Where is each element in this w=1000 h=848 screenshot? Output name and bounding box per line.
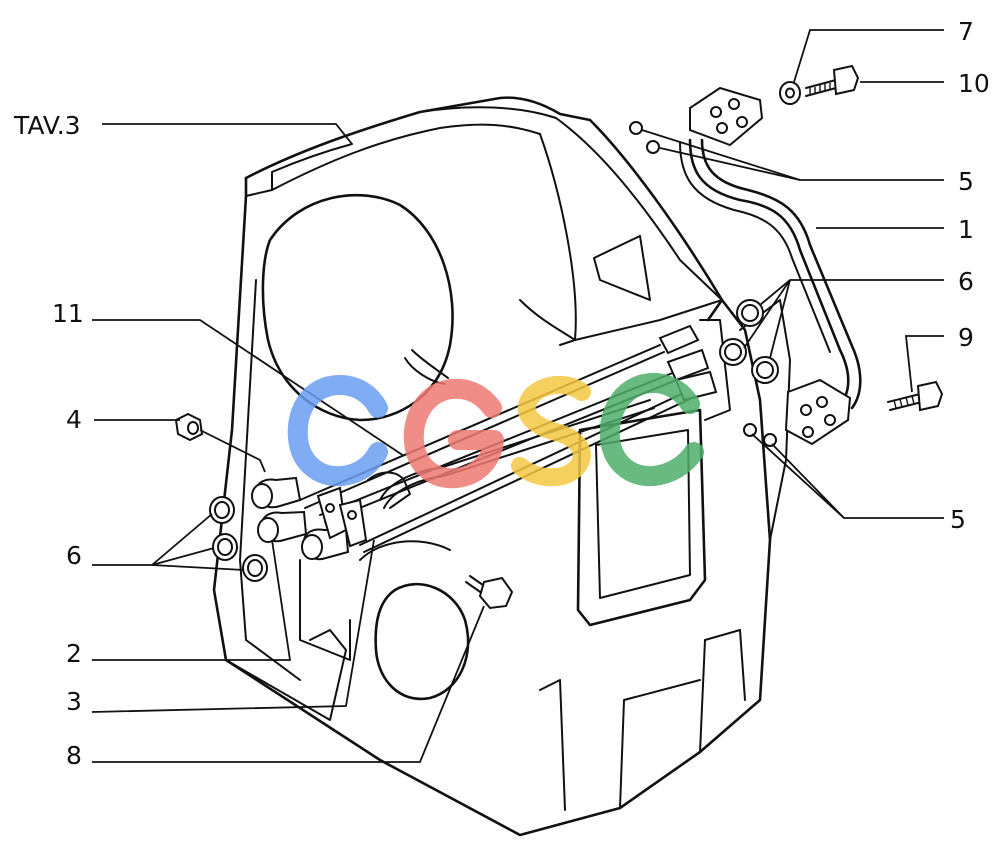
callout-5-bottom: 5 — [950, 505, 966, 534]
leader-lines — [91, 29, 944, 763]
washer-7 — [779, 81, 801, 105]
watermark-letter-c-green — [599, 373, 704, 487]
callout-2: 2 — [66, 639, 82, 668]
seal-rings-6-right — [719, 299, 779, 384]
callout-9: 9 — [958, 323, 974, 352]
callout-3: 3 — [66, 687, 82, 716]
callout-4: 4 — [66, 405, 82, 434]
gearbox-housing — [212, 96, 791, 837]
callout-6-left: 6 — [66, 541, 82, 570]
bolt-10 — [805, 64, 860, 97]
callout-labels: TAV.3 7 10 5 1 6 9 11 4 5 6 2 3 8 — [13, 17, 990, 770]
watermark — [287, 373, 704, 489]
watermark-letter-s-yellow — [511, 375, 591, 487]
callout-8: 8 — [66, 741, 82, 770]
watermark-letter-c-blue — [287, 375, 388, 487]
o-rings-5 — [629, 121, 777, 447]
bolt-9 — [887, 380, 944, 412]
bolt-8 — [465, 575, 514, 610]
lower-pipe-flange — [784, 378, 852, 446]
seal-rings-6-left — [209, 496, 268, 582]
reference-label: TAV.3 — [13, 111, 81, 140]
callout-5-top: 5 — [958, 167, 974, 196]
nut-4 — [174, 412, 204, 442]
upper-pipe-flange — [689, 86, 764, 147]
callout-10: 10 — [958, 69, 990, 98]
callout-6-right: 6 — [958, 267, 974, 296]
callout-7: 7 — [958, 17, 974, 46]
watermark-letter-g-red — [403, 378, 504, 489]
pipe-1 — [679, 138, 862, 410]
callout-11: 11 — [52, 299, 84, 328]
callout-1: 1 — [958, 215, 974, 244]
pipe-assembly — [251, 324, 718, 561]
